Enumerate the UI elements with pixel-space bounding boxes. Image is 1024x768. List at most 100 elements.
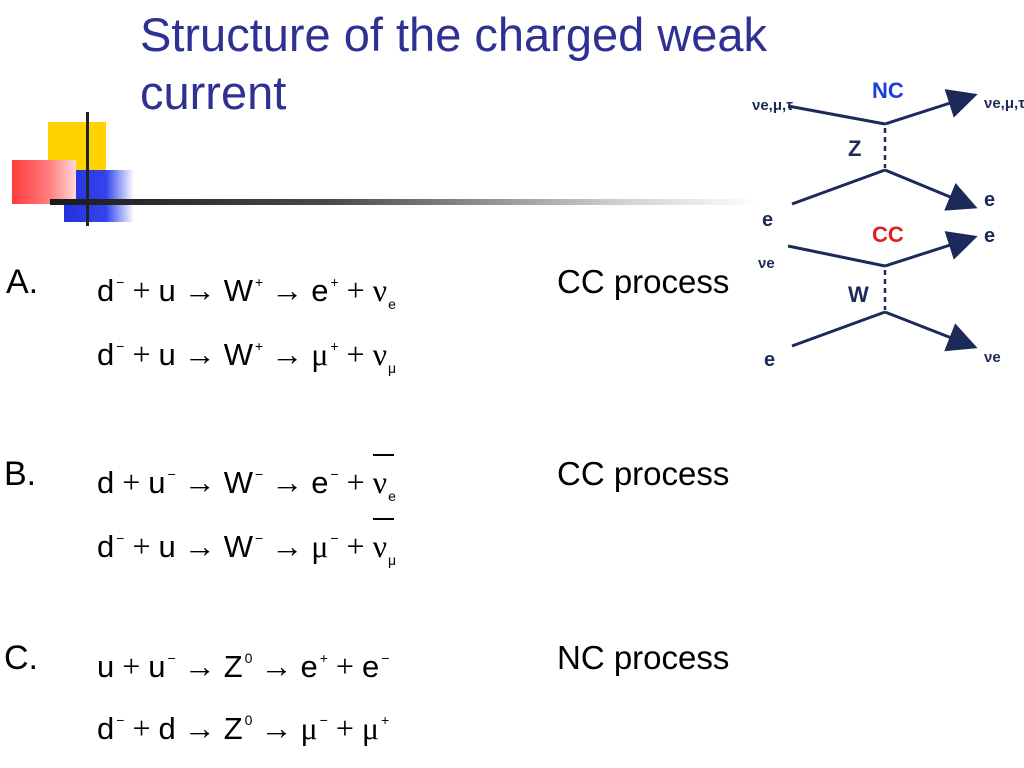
w-boson-label: W	[848, 282, 869, 307]
cc-lower-left-line	[791, 310, 886, 348]
particle-out-1-symbol: e	[311, 273, 329, 308]
reaction-label-a: A.	[6, 263, 39, 301]
particle-out-2-symbol: e	[361, 649, 380, 684]
boson: W−	[224, 529, 263, 564]
particle-in-1: d−	[97, 529, 124, 564]
particle-in-1: d−	[97, 711, 124, 746]
boson: W−	[224, 465, 263, 500]
cc-outgoing-label: e	[984, 225, 995, 247]
particle-out-1-symbol: e	[311, 465, 329, 500]
particle-out-1-symbol: μ	[311, 528, 329, 564]
particle-in-2: d	[158, 711, 175, 746]
cc-label: CC	[872, 222, 904, 247]
particle-in-2-symbol: u	[158, 529, 176, 564]
particle-in-2-symbol: u	[158, 273, 176, 308]
arrow-sign: →	[260, 710, 293, 746]
particle-in-1-symbol: d	[97, 711, 115, 746]
plus-sign: +	[132, 528, 151, 564]
particle-out-2: νe	[372, 272, 396, 312]
particle-in-1-superscript: −	[116, 530, 125, 546]
plus-sign: +	[132, 272, 151, 308]
equation-line: d+u−→W−→e−+νe	[97, 454, 396, 516]
plus-sign: +	[346, 272, 365, 308]
decor-vertical-line	[86, 112, 89, 226]
cc-lower-incoming-label: e	[764, 349, 775, 371]
cc-lower-outgoing-label: νe	[984, 349, 1001, 366]
boson-symbol: W	[223, 465, 253, 500]
particle-in-1-symbol: d	[97, 273, 115, 308]
arrow-sign: →	[183, 710, 216, 746]
cc-upper-right-line	[884, 231, 978, 268]
particle-out-2-superscript: −	[381, 650, 390, 666]
particle-out-1-superscript: −	[319, 712, 328, 728]
particle-out-1-superscript: +	[330, 274, 339, 290]
nc-lower-right-line	[884, 168, 978, 211]
particle-out-1: e+	[311, 273, 338, 308]
arrow-sign: →	[183, 464, 216, 500]
particle-in-2: u	[158, 337, 175, 372]
equation-line: d−+u→W+→e++νe	[97, 262, 396, 324]
particle-in-2: u−	[148, 465, 175, 500]
particle-out-1-superscript: +	[319, 650, 328, 666]
plus-sign: +	[122, 648, 141, 684]
reaction-label-b: B.	[4, 455, 37, 493]
weak-interaction-diagram: NC CC Z W νe,μ,τ νe,μ,τ e e νe e e νe	[752, 78, 1024, 371]
particle-out-2-symbol: ν	[372, 336, 388, 372]
plus-sign: +	[346, 528, 365, 564]
nc-lower-incoming-label: e	[762, 209, 773, 231]
boson-symbol: W	[223, 273, 253, 308]
particle-in-2: u	[158, 529, 175, 564]
arrow-sign: →	[271, 336, 304, 372]
particle-out-1-symbol: μ	[300, 710, 318, 746]
particle-in-1: u	[97, 649, 114, 684]
decor-red-square	[12, 160, 76, 204]
particle-out-2: e−	[362, 649, 389, 684]
boson-superscript: +	[255, 274, 264, 290]
particle-in-1-symbol: d	[97, 337, 115, 372]
plus-sign: +	[122, 464, 141, 500]
particle-out-2-superscript: +	[381, 712, 390, 728]
plus-sign: +	[132, 710, 151, 746]
equation-line: d−+u→W−→μ−+νμ	[97, 518, 396, 580]
nc-lower-outgoing-label: e	[984, 189, 995, 211]
particle-out-1-superscript: −	[330, 466, 339, 482]
particle-in-2-symbol: d	[158, 711, 176, 746]
boson-symbol: Z	[223, 649, 243, 684]
particle-in-1-symbol: d	[97, 465, 115, 500]
particle-out-2-subscript: μ	[388, 552, 397, 568]
particle-in-1-symbol: d	[97, 529, 115, 564]
particle-in-2-superscript: −	[167, 466, 176, 482]
arrow-sign: →	[260, 648, 293, 684]
boson-symbol: W	[223, 529, 253, 564]
nc-label: NC	[872, 78, 904, 103]
plus-sign: +	[346, 464, 365, 500]
particle-in-1: d	[97, 465, 114, 500]
particle-out-1: μ+	[311, 336, 338, 372]
particle-out-2-symbol: ν	[372, 272, 388, 308]
particle-out-2: νe	[372, 454, 396, 516]
nc-incoming-label: νe,μ,τ	[752, 97, 793, 114]
particle-in-1: d−	[97, 337, 124, 372]
plus-sign: +	[346, 336, 365, 372]
arrow-sign: →	[183, 336, 216, 372]
nc-outgoing-label: νe,μ,τ	[984, 95, 1024, 112]
page-title: Structure of the charged weak current	[140, 8, 768, 119]
particle-out-1-superscript: −	[330, 530, 339, 546]
particle-in-1-symbol: u	[97, 649, 115, 684]
plus-sign: +	[335, 648, 354, 684]
process-label-a: CC process	[557, 263, 730, 300]
cc-lower-right-line	[884, 310, 978, 352]
cc-upper-left-line	[787, 244, 886, 268]
particle-out-1-symbol: e	[300, 649, 318, 684]
particle-out-2-subscript: μ	[388, 360, 397, 376]
boson-superscript: 0	[244, 712, 253, 728]
particle-in-1-superscript: −	[116, 338, 125, 354]
boson: W+	[224, 337, 263, 372]
cc-incoming-label: νe	[758, 255, 775, 272]
particle-out-2: νμ	[372, 336, 397, 376]
particle-out-2-symbol: ν	[372, 528, 388, 564]
particle-out-2-subscript: e	[388, 296, 396, 312]
boson-superscript: −	[255, 466, 264, 482]
